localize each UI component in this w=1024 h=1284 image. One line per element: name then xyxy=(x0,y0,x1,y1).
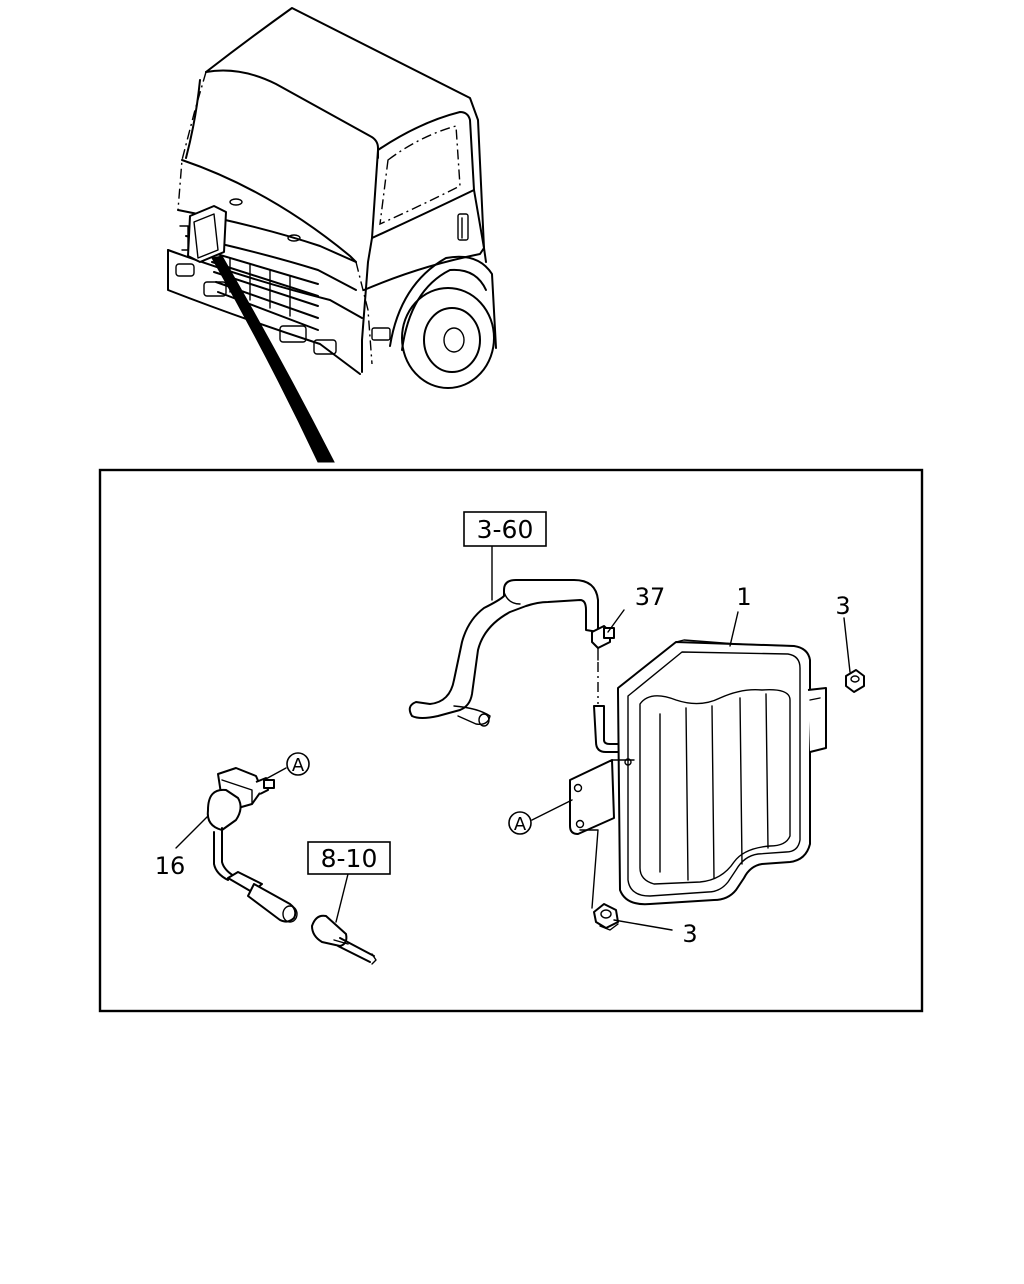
hose-assembly xyxy=(408,579,599,727)
truck-cab-illustration xyxy=(167,7,497,463)
marker-a-right-text: A xyxy=(514,814,527,835)
switch-16 xyxy=(206,767,298,923)
detail-frame xyxy=(98,468,924,1013)
part-label-3-top: 3 xyxy=(835,592,850,620)
connector-8-10 xyxy=(311,914,377,965)
marker-a-left: A xyxy=(286,752,310,776)
callout-ref-lower: 8-10 xyxy=(307,841,391,875)
clip-37 xyxy=(591,625,627,753)
part-label-37: 37 xyxy=(635,583,666,611)
nut-top xyxy=(845,669,865,693)
ref-label-3-60: 3-60 xyxy=(477,515,534,544)
reservoir-unit xyxy=(569,639,827,906)
nut-bottom xyxy=(593,903,619,931)
part-label-16: 16 xyxy=(155,852,186,880)
ref-label-8-10: 8-10 xyxy=(321,844,378,873)
callout-ref-upper: 3-60 xyxy=(463,511,547,547)
part-label-3-bottom: 3 xyxy=(682,920,697,948)
marker-a-left-text: A xyxy=(292,755,305,776)
marker-a-right: A xyxy=(508,811,532,835)
leader-lines xyxy=(175,545,851,931)
part-label-1: 1 xyxy=(736,583,751,611)
